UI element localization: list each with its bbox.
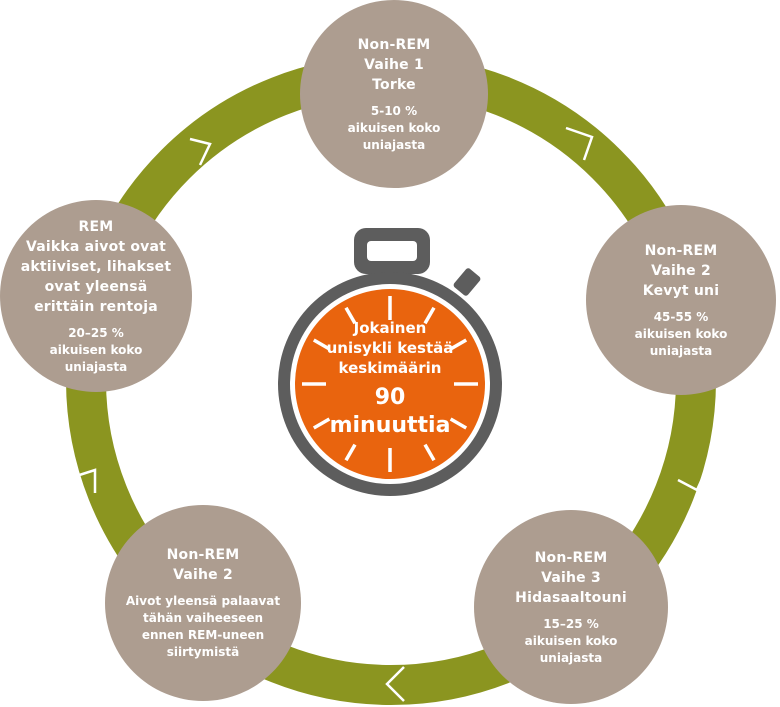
stage-share-line: Aivot yleensä palaavat [125,594,281,608]
center-caption: Jokainen unisykli kestää keskimäärin 90 … [315,318,465,440]
stage-node-1: Non-REM Vaihe 1 Torke 5-10 % aikuisen koko un… [300,0,488,188]
stage-title-line: Vaihe 2 [173,567,233,583]
ring-arrow-5 [69,468,97,493]
stage-title-line: ovat yleensä [44,278,148,295]
stage-title: REM Vaikka aivot ovat aktiiviset, lihakset… [21,217,172,317]
stage-node-2: Non-REM Vaihe 2 Kevyt uni 45-55 % aikuisen k… [586,205,776,395]
stage-title-line: Vaihe 2 [651,262,711,279]
stopwatch-button [453,268,481,296]
stage-node-3: Non-REM Vaihe 3 Hidasaaltouni 15–25 % aikuis… [474,510,668,704]
ring-arrow-marks [69,126,714,702]
stopwatch-crown-inner [367,241,417,261]
stage-share: 45-55 % aikuisen koko uniajasta [635,309,728,360]
stage-share-line: aikuisen koko [347,120,441,135]
stage-share: 15–25 % aikuisen koko uniajasta [525,616,618,667]
stage-title: Non-REM Vaihe 3 Hidasaaltouni [515,548,627,608]
stage-title-line: erittäin rentoja [34,298,158,315]
stage-share-line: uniajasta [64,359,128,374]
stage-share-line: 45-55 % [653,309,709,324]
stage-share-line: aikuisen koko [524,633,618,648]
stage-share: Aivot yleensä palaavat tähän vaiheeseen en… [126,593,280,661]
stopwatch-ticks [302,296,478,472]
stopwatch-icon [278,228,502,496]
stopwatch-tick [449,417,468,430]
stage-title: Non-REM Vaihe 2 Kevyt uni [643,241,719,301]
stage-share-line: aikuisen koko [634,326,728,341]
stage-share-line: uniajasta [649,343,713,358]
stage-title-line: Kevyt uni [642,282,720,299]
stage-title-line: Vaikka aivot ovat [25,238,167,255]
stage-share-line: aikuisen koko [49,342,143,357]
stage-share-line: uniajasta [539,650,603,665]
stage-title-line: REM [78,218,114,235]
ring-arrow-1 [189,137,212,166]
stage-title-line: Non-REM [166,547,240,563]
ring-arrow-3 [677,456,714,492]
stage-share: 20–25 % aikuisen koko uniajasta [50,325,143,376]
stopwatch-tick [449,338,468,351]
stage-title-line: Torke [372,76,416,93]
stopwatch-tick [312,338,331,351]
stage-share-line: 15–25 % [543,616,599,631]
stage-share-line: tähän vaiheeseen [142,611,263,625]
stage-title-line: Vaihe 3 [541,569,601,586]
stage-share-line: siirtymistä [166,645,240,659]
stage-title-line: aktiiviset, lihakset [20,258,172,275]
center-line-1: Jokainen [353,319,427,337]
center-line-2: unisykli kestää [326,339,454,357]
stage-share: 5-10 % aikuisen koko uniajasta [348,103,441,154]
stopwatch-tick [344,306,357,325]
stage-node-5: REM Vaikka aivot ovat aktiiviset, lihakset… [0,200,192,392]
stage-title-line: Non-REM [644,242,718,259]
stage-title-line: Vaihe 1 [364,56,424,73]
stage-share-line: 5-10 % [370,103,418,118]
ring-arrow-2 [565,126,594,161]
ring-arrow-4 [385,666,405,702]
stage-title-line: Non-REM [357,36,431,53]
center-line-3: keskimäärin [338,359,442,377]
stage-title-line: Non-REM [534,549,608,566]
stopwatch-tick [423,306,436,325]
stage-title-line: Hidasaaltouni [515,589,627,606]
stage-share-line: uniajasta [362,137,426,152]
stage-share-line: 20–25 % [68,325,124,340]
stopwatch-tick [344,443,357,462]
stage-node-4: Non-REM Vaihe 2 Aivot yleensä palaavat tähä… [105,505,301,701]
stopwatch-face [295,289,485,479]
stage-title: Non-REM Vaihe 1 Torke [358,35,431,95]
center-duration: 90 minuuttia [329,385,451,438]
stopwatch-tick [312,417,331,430]
stage-share-line: ennen REM-uneen [141,628,265,642]
stopwatch-tick [423,443,436,462]
stage-title: Non-REM Vaihe 2 [167,545,240,585]
